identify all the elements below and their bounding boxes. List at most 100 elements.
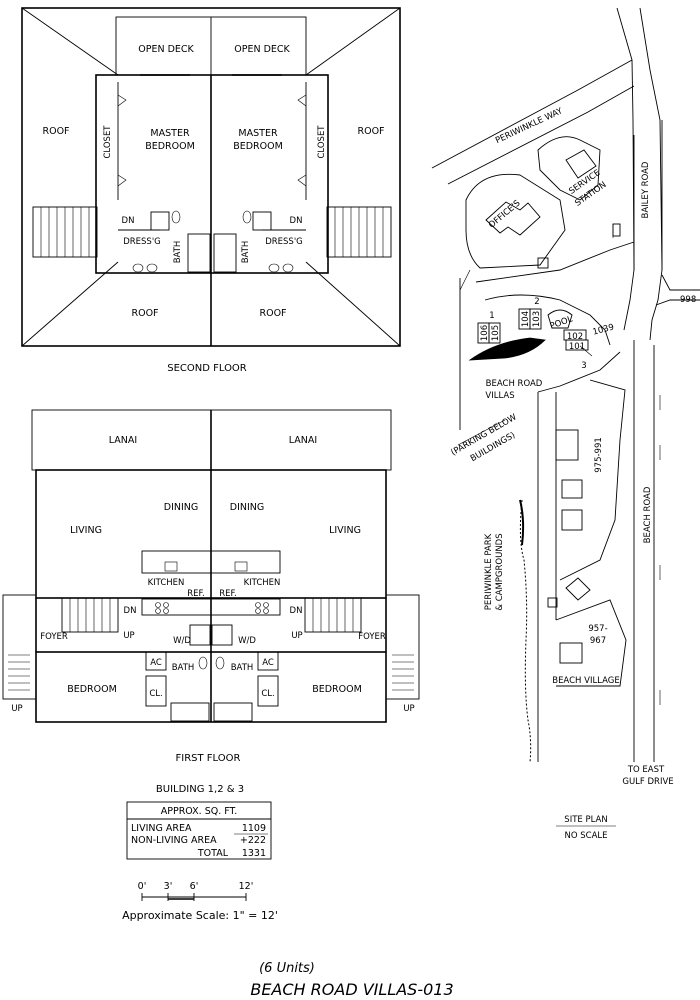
roof-hip-line bbox=[21, 261, 119, 347]
ac-closet bbox=[257, 651, 279, 671]
coastline bbox=[519, 499, 525, 546]
dressing-closet bbox=[252, 211, 272, 231]
master-bedroom-label: MASTER bbox=[150, 128, 190, 139]
living-label: LIVING bbox=[329, 525, 361, 536]
beach-village-buildings bbox=[547, 429, 591, 664]
down-label: DN bbox=[122, 216, 135, 226]
tub-left bbox=[170, 702, 210, 722]
second-floor-caption: SECOND FLOOR bbox=[167, 363, 247, 374]
ac-label: AC bbox=[262, 658, 274, 668]
closet-label: CLOSET bbox=[103, 125, 113, 159]
scale-bar bbox=[141, 893, 247, 901]
open-deck-label: OPEN DECK bbox=[138, 44, 194, 55]
range-counter bbox=[141, 598, 281, 616]
address-label: 1039 bbox=[592, 322, 615, 337]
tub-left bbox=[187, 233, 211, 273]
stair-treads bbox=[312, 598, 354, 632]
toilet-icon bbox=[198, 656, 208, 670]
small-structure bbox=[612, 223, 621, 237]
interior-stair-right bbox=[304, 597, 362, 633]
toilet-icon bbox=[171, 210, 181, 224]
scale-text: Approximate Scale: 1" = 12' bbox=[122, 909, 278, 922]
refrigerator-label: REF. bbox=[187, 589, 205, 599]
sink-icon bbox=[146, 263, 158, 273]
closet-door bbox=[117, 174, 127, 187]
to-east-label: GULF DRIVE bbox=[622, 777, 673, 787]
washer-dryer bbox=[211, 624, 233, 646]
burner-icon bbox=[163, 602, 169, 608]
closet-label: CL. bbox=[149, 689, 162, 699]
scale-tick-label: 12' bbox=[239, 881, 254, 892]
roof-label: ROOF bbox=[357, 126, 384, 137]
dining-label: DINING bbox=[230, 502, 265, 513]
up-label: UP bbox=[291, 631, 302, 641]
pool-label: POOL bbox=[549, 314, 575, 331]
stair-treads-right bbox=[334, 207, 384, 257]
dressing-label: DRESS'G bbox=[123, 237, 161, 247]
second-floor-plan bbox=[21, 7, 401, 347]
bailey-road-label: BAILEY ROAD bbox=[641, 161, 651, 218]
lanai-label: LANAI bbox=[109, 435, 137, 446]
closet-door bbox=[297, 174, 307, 187]
address-range-label: 975-991 bbox=[594, 437, 604, 473]
unit-number: 102 bbox=[567, 332, 583, 342]
site-plan-title: SITE PLAN bbox=[564, 815, 607, 825]
lanai-label: LANAI bbox=[289, 435, 317, 446]
units-note: (6 Units) bbox=[259, 961, 315, 976]
unit-number: 106 bbox=[480, 325, 490, 341]
bedroom-label: BEDROOM bbox=[312, 684, 362, 695]
building-number: 1 bbox=[489, 311, 494, 321]
washer-dryer-label: W/D bbox=[238, 636, 256, 646]
master-bedroom-label: BEDROOM bbox=[145, 141, 195, 152]
dressing-closet bbox=[150, 211, 170, 231]
second-floor-walls bbox=[95, 74, 329, 274]
villa-buildings bbox=[477, 308, 589, 351]
roof-hip-line bbox=[305, 7, 401, 76]
kitchen-label: KITCHEN bbox=[244, 578, 281, 588]
no-scale-label: NO SCALE bbox=[564, 831, 607, 841]
sink-icon bbox=[234, 561, 248, 572]
first-floor-caption: FIRST FLOOR bbox=[176, 753, 241, 764]
burner-icon bbox=[263, 608, 269, 614]
interior-stair-left bbox=[61, 597, 119, 633]
bath-label: BATH bbox=[231, 663, 254, 673]
down-label: DN bbox=[290, 606, 303, 616]
address-range-label: 967 bbox=[590, 636, 606, 646]
pool-shape bbox=[547, 309, 573, 329]
up-label: UP bbox=[123, 631, 134, 641]
beach-road-villas-label: BEACH ROAD bbox=[486, 379, 543, 389]
unit-number: 105 bbox=[491, 325, 501, 341]
burner-icon bbox=[155, 602, 161, 608]
toilet-icon bbox=[215, 656, 225, 670]
closet-door bbox=[117, 94, 127, 107]
roof-hip-line bbox=[305, 261, 401, 347]
periwinkle-park-label: & CAMPGROUNDS bbox=[495, 533, 505, 610]
sink-icon bbox=[132, 263, 144, 273]
living-label: LIVING bbox=[70, 525, 102, 536]
bath-label: BATH bbox=[241, 241, 251, 264]
sink-icon bbox=[282, 263, 294, 273]
washer-dryer bbox=[189, 624, 211, 646]
roof-label: ROOF bbox=[259, 308, 286, 319]
dressing-label: DRESS'G bbox=[265, 237, 303, 247]
unit-number: 103 bbox=[532, 311, 542, 327]
ac-label: AC bbox=[150, 658, 162, 668]
beach-road-label: BEACH ROAD bbox=[643, 486, 653, 543]
to-east-label: TO EAST bbox=[627, 765, 665, 775]
scale-tick-label: 0' bbox=[138, 881, 147, 892]
bath-label: BATH bbox=[173, 241, 183, 264]
sink-icon bbox=[268, 263, 280, 273]
sqft-row-value: +222 bbox=[240, 835, 266, 846]
address-range-label: 957- bbox=[588, 624, 607, 634]
up-label: UP bbox=[403, 704, 414, 714]
master-bedroom-label: BEDROOM bbox=[233, 141, 283, 152]
sqft-table-header: APPROX. SQ. FT. bbox=[161, 806, 238, 817]
building-number: 2 bbox=[534, 297, 539, 307]
dining-label: DINING bbox=[164, 502, 199, 513]
closet-label: CLOSET bbox=[317, 125, 327, 159]
small-structure bbox=[537, 257, 549, 269]
building-number: 3 bbox=[581, 361, 586, 371]
closet-door bbox=[297, 94, 307, 107]
scale-tick-label: 6' bbox=[190, 881, 199, 892]
